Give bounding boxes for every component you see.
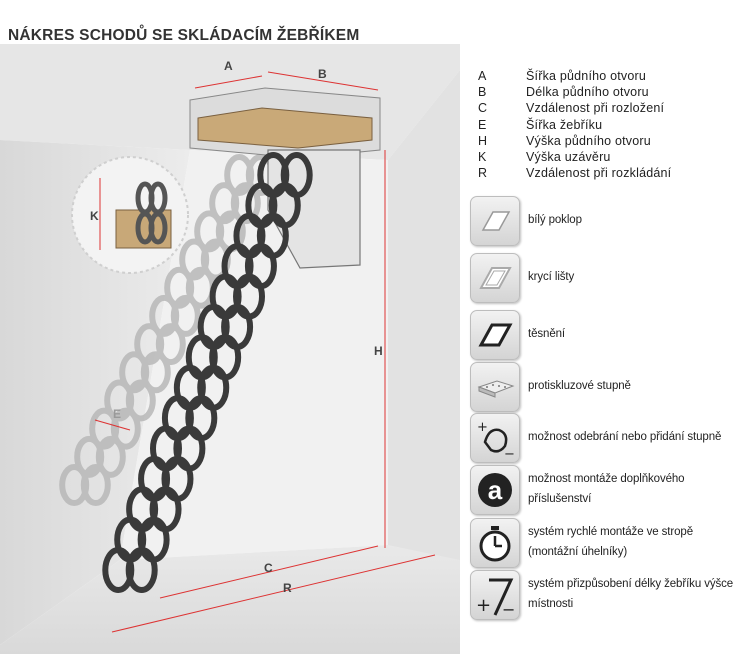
- feature-item: +−možnost odebrání nebo přidání stupně: [470, 413, 750, 469]
- feature-label: bílý poklop: [528, 214, 582, 226]
- feature-label: možnost montáže doplňkového příslušenstv…: [528, 473, 685, 505]
- right-wall: [388, 70, 460, 654]
- label-c: C: [264, 561, 273, 575]
- legend-letter: A: [478, 69, 487, 83]
- label-k: K: [90, 209, 99, 223]
- feature-label: krycí lišty: [528, 271, 575, 283]
- legend-letter: B: [478, 85, 487, 100]
- hatch-cover: [267, 149, 361, 269]
- legend-text: Šířka žebříku: [526, 117, 603, 132]
- feature-label: protiskluzové stupně: [528, 380, 631, 392]
- ladder-rung: [155, 323, 186, 366]
- feature-item: krycí lišty: [470, 253, 750, 309]
- seal-icon: [470, 310, 520, 360]
- legend-row: K Výška uzávěru: [478, 149, 671, 165]
- legend-row: C Vzdálenost při rozložení: [478, 100, 671, 116]
- feature-item: +−systém přizpůsobení délky žebříku výšc…: [470, 570, 750, 626]
- label-a: A: [224, 59, 233, 73]
- label-e: E: [113, 407, 121, 421]
- legend-row: E Šířka žebříku: [478, 117, 671, 133]
- feature-label: možnost odebrání nebo přidání stupně: [528, 431, 722, 443]
- legend-text: Vzdálenost při rozkládání: [526, 166, 672, 181]
- legend-row: H Výška půdního otvoru: [478, 133, 671, 149]
- feature-label: systém přizpůsobení délky žebříku výšce …: [528, 578, 734, 610]
- legend-letter: K: [478, 150, 487, 165]
- ladder-rung: [170, 294, 201, 337]
- floor: [0, 545, 460, 654]
- svg-text:+: +: [477, 420, 488, 435]
- legend-text: Délka půdního otvoru: [526, 85, 649, 100]
- legend-row: R Vzdálenost při rozkládání: [478, 165, 671, 181]
- legend-text: Výška půdního otvoru: [526, 133, 651, 148]
- legend-text: Vzdálenost při rozložení: [526, 101, 665, 116]
- legend-letter: H: [478, 133, 488, 148]
- feature-item: bílý poklop: [470, 196, 750, 252]
- feature-item: těsnění: [470, 310, 750, 366]
- svg-text:−: −: [504, 447, 515, 462]
- ladder-rung: [110, 407, 141, 450]
- ladder-drawing: A B K H E C R: [0, 44, 460, 654]
- ladder-rung: [230, 182, 261, 225]
- accessory-a-icon: a: [470, 465, 520, 515]
- legend-text: Šířka půdního otvoru: [526, 69, 647, 83]
- ladder-rung: [125, 379, 156, 422]
- legend-letter: E: [478, 117, 487, 132]
- feature-item: protiskluzové stupně: [470, 362, 750, 418]
- cover-trim-icon: [470, 253, 520, 303]
- stopwatch-icon: [470, 518, 520, 568]
- svg-text:a: a: [488, 475, 503, 505]
- white-hatch-icon: [470, 196, 520, 246]
- page-title: NÁKRES SCHODŮ SE SKLÁDACÍM ŽEBŘÍKEM: [8, 27, 360, 44]
- legend-text: Výška uzávěru: [526, 150, 611, 165]
- feature-label: těsnění: [528, 328, 566, 340]
- feature-item: a možnost montáže doplňkového příslušenst…: [470, 465, 750, 521]
- label-b: B: [318, 67, 327, 81]
- legend-letter: C: [478, 101, 488, 116]
- add-remove-step-icon: +−: [470, 413, 520, 463]
- ghost-ladder: [59, 154, 276, 506]
- ladder-rung: [140, 351, 171, 394]
- hatch-opening: [197, 107, 373, 149]
- label-h: H: [374, 344, 383, 358]
- ladder-rung: [125, 547, 158, 593]
- anti-slip-step-icon: [470, 362, 520, 412]
- legend-row: B Délka půdního otvoru: [478, 84, 671, 100]
- ladder-rung: [95, 435, 126, 478]
- legend-letter: R: [478, 166, 488, 181]
- label-r: R: [283, 581, 292, 595]
- feature-item: systém rychlé montáže ve stropě (montážn…: [470, 518, 750, 574]
- ladder: [102, 152, 313, 593]
- svg-text:−: −: [502, 600, 515, 619]
- svg-text:+: +: [476, 595, 491, 616]
- ladder-rung: [80, 464, 111, 506]
- feature-label: systém rychlé montáže ve stropě (montážn…: [528, 526, 693, 558]
- legend-row: A Šířka půdního otvoru: [478, 68, 671, 84]
- length-adjust-icon: +−: [470, 570, 520, 620]
